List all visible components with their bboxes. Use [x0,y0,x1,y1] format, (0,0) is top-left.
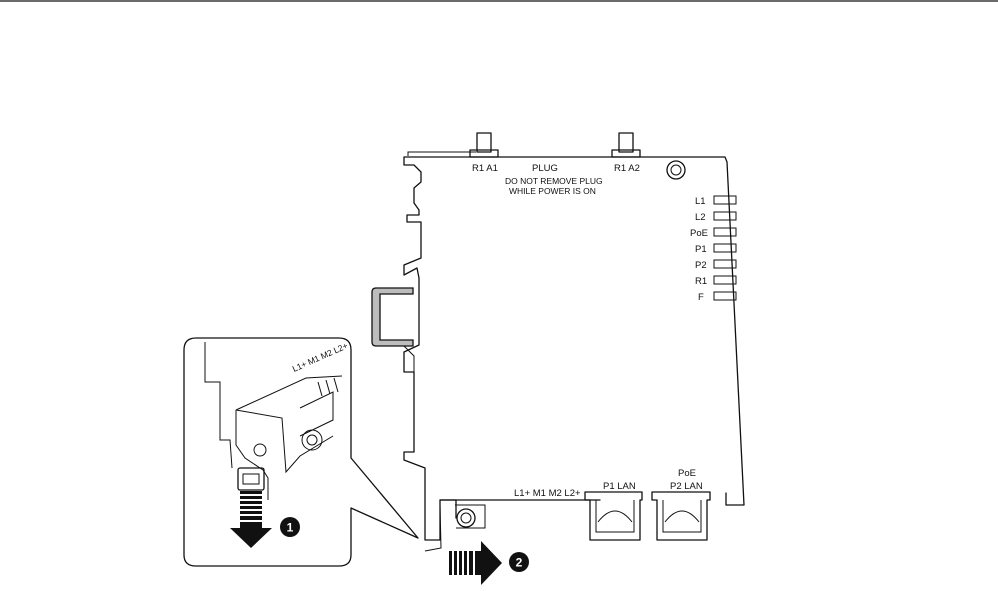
led-f [714,292,736,300]
lan-port-p2 [652,492,710,540]
relay-terminal-r1a2 [612,133,640,157]
inset-terminal-label: L1+ M1 M2 L2+ [291,340,349,373]
label-power-terminals: L1+ M1 M2 L2+ [514,488,581,499]
step1-arrow [230,491,272,548]
svg-text:1: 1 [287,521,294,535]
led-label-l2: L2 [695,212,706,223]
step2-arrow [449,541,502,585]
led-label-poe: PoE [690,228,708,239]
label-plug: PLUG [532,163,558,174]
warning-line-2: WHILE POWER IS ON [509,186,596,196]
led-l1 [714,196,736,204]
led-p1 [714,244,736,252]
led-label-l1: L1 [695,196,706,207]
label-poe: PoE [678,468,696,479]
led-label-r1: R1 [695,276,707,287]
warning-line-1: DO NOT REMOVE PLUG [505,176,603,186]
label-p1-lan: P1 LAN [603,481,636,492]
zoom-inset: L1+ M1 M2 L2+ [184,338,418,566]
led-label-f: F [698,292,704,303]
relay-terminal-r1a1 [470,133,498,157]
step1-badge: 1 [280,517,300,537]
led-panel: L1 L2 PoE P1 P2 R1 F [690,196,736,303]
label-r1a2: R1 A2 [614,163,640,174]
svg-text:2: 2 [516,556,523,570]
led-label-p2: P2 [695,260,707,271]
led-l2 [714,212,736,220]
led-label-p1: P1 [695,244,707,255]
step2-badge: 2 [509,552,529,572]
led-poe [714,228,736,236]
label-p2-lan: P2 LAN [670,481,703,492]
label-r1a1: R1 A1 [472,163,498,174]
din-rail [372,288,413,346]
lan-port-p1 [585,492,642,540]
